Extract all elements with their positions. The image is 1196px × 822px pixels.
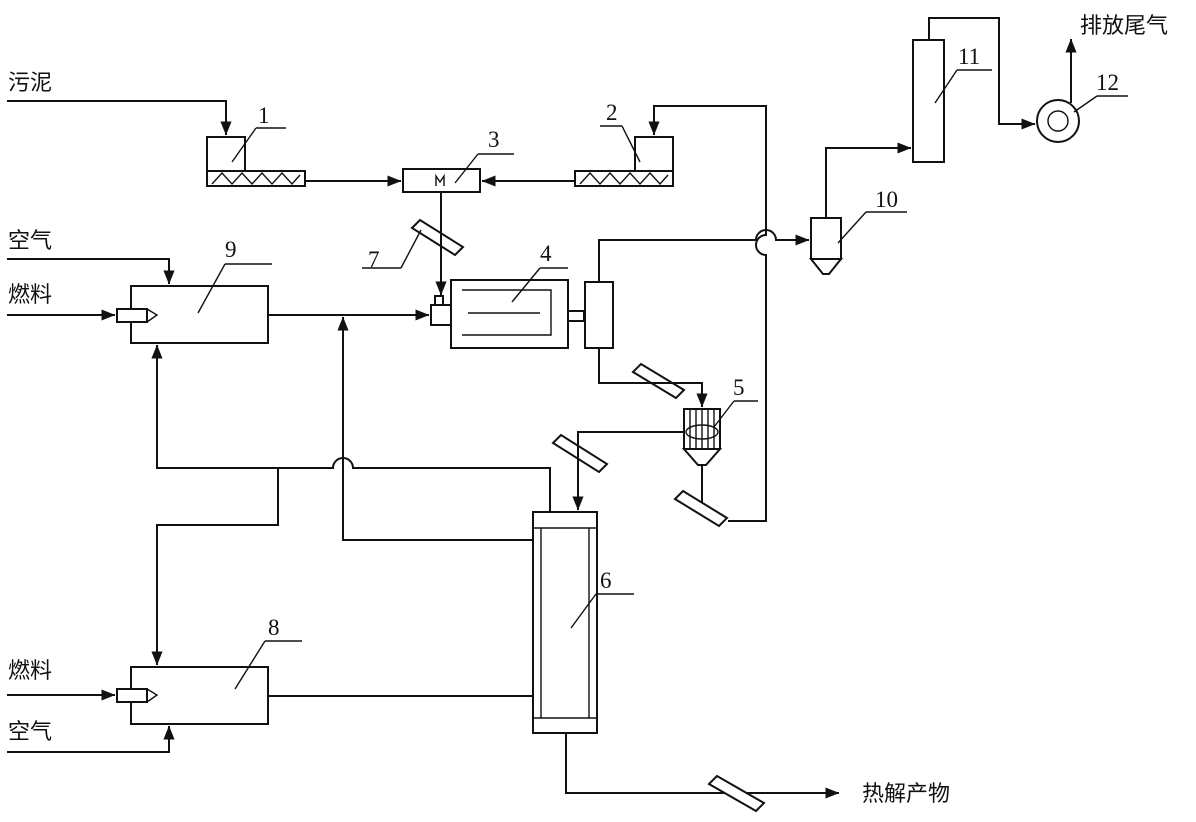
number-2: 2 [606,100,618,125]
unit-4-pyrolysis-reactor [430,267,614,349]
valve-b [551,433,609,474]
number-5: 5 [733,375,745,400]
number-3: 3 [488,127,500,152]
unit-8-burner [116,640,302,725]
valve-product [707,774,766,813]
number-10: 10 [875,187,898,212]
label-exhaust: 排放尾气 [1080,14,1168,39]
number-7: 7 [368,247,380,272]
unit-12-fan [1036,95,1128,143]
number-9: 9 [225,237,237,262]
label-air-bottom: 空气 [8,720,52,745]
flow-lines [7,17,1077,799]
valve-c [673,489,729,528]
label-pyrolysis-product: 热解产物 [862,782,950,807]
unit-11-scrubber [912,39,992,163]
number-8: 8 [268,615,280,640]
unit-1-sludge-hopper [206,127,306,187]
label-air-top: 空气 [8,229,52,254]
unit-5-separator [681,400,758,466]
label-fuel-bottom: 燃料 [8,659,52,684]
unit-9-burner [116,263,272,344]
unit-10-cyclone [808,211,907,275]
number-6: 6 [600,568,612,593]
unit-6-heat-exchanger [532,511,634,734]
number-11: 11 [958,44,980,69]
unit-3-mixer [402,153,514,193]
number-1: 1 [258,103,270,128]
valve-a [631,362,686,400]
label-fuel-top: 燃料 [8,283,52,308]
number-4: 4 [540,241,552,266]
unit-2-additive-hopper [574,125,674,187]
label-sludge: 污泥 [8,71,52,96]
number-12: 12 [1096,70,1119,95]
